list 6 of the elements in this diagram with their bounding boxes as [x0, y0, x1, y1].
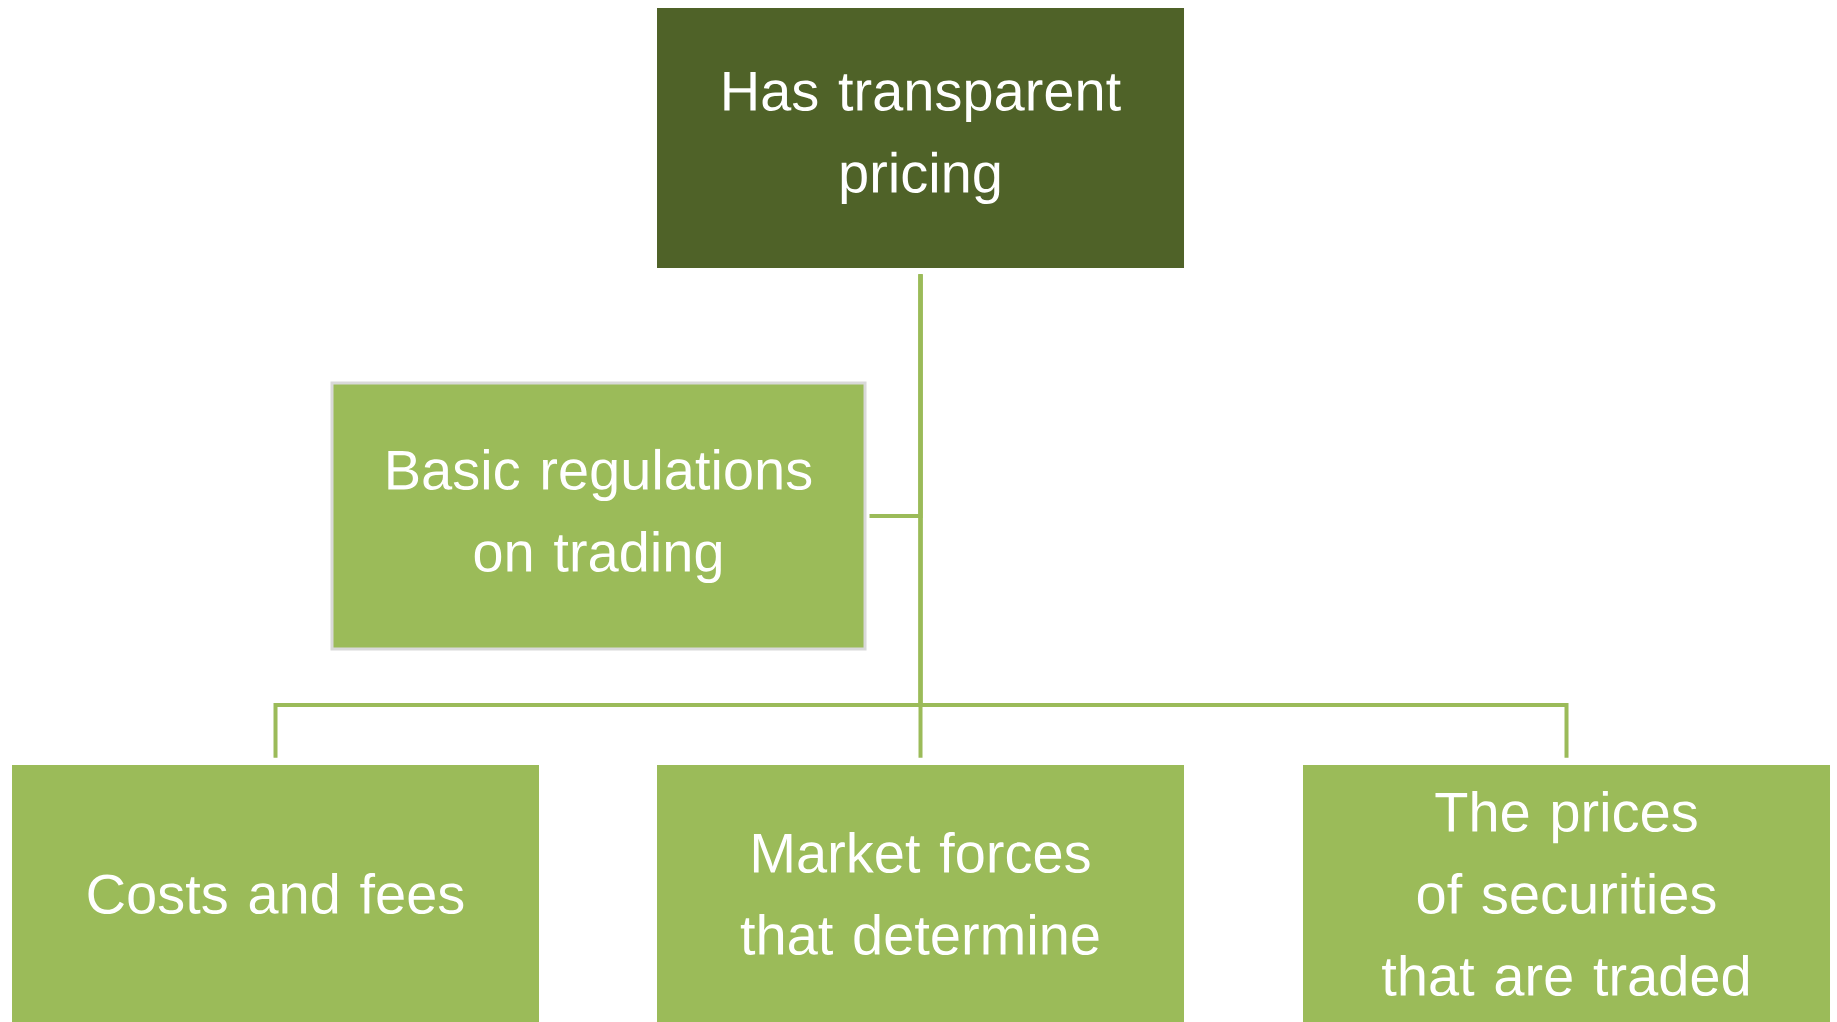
category-box: Costs and fees	[12, 765, 539, 1022]
connector-line	[918, 274, 1569, 758]
top-box: Has transparent pricing	[657, 8, 1184, 268]
category-box: Market forces that determine	[657, 765, 1184, 1022]
side-box: Basic regulations on trading	[330, 381, 867, 651]
category-box: The prices of securities that are traded	[1303, 765, 1830, 1022]
